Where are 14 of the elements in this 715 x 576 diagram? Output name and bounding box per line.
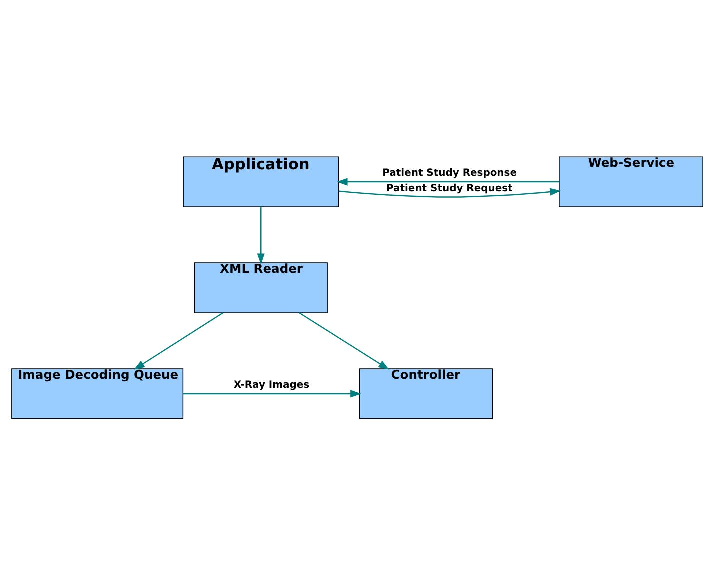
node-box: Application — [183, 156, 340, 208]
arrow — [338, 188, 562, 198]
arrow — [336, 178, 560, 186]
edge-label: Patient Study Request — [386, 184, 513, 195]
node-box: Controller — [359, 368, 494, 420]
node-box: XML Reader — [194, 262, 328, 314]
arrow — [183, 390, 362, 398]
arrow — [299, 312, 390, 370]
edge-label: X-Ray Images — [234, 380, 310, 392]
edge-label: Patient Study Response — [382, 168, 517, 180]
node-box: Web-Service — [559, 156, 704, 208]
node-box: Image Decoding Queue — [12, 368, 184, 420]
arrow — [134, 312, 224, 370]
arrow — [257, 207, 265, 265]
